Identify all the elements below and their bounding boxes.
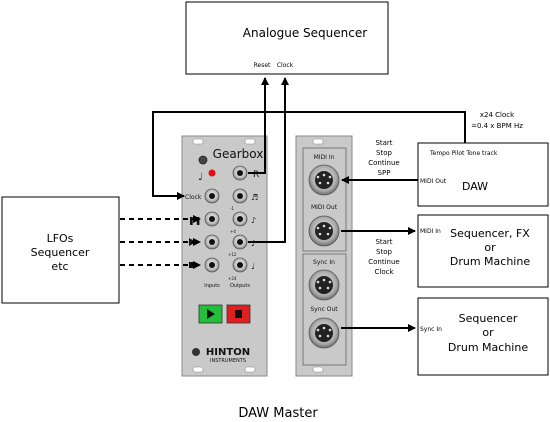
seq-drum-line1: Sequencer — [459, 312, 518, 325]
daw-box: Tempo Pilot Tone track DAW MIDI Out — [417, 142, 549, 207]
note-icon: ♪ — [251, 239, 256, 248]
seq-drum-sync-in-port: Sync In — [420, 326, 442, 333]
midi-out-connector[interactable] — [308, 215, 340, 247]
gearbox-title: Gearbox — [213, 147, 264, 161]
daw-header: Tempo Pilot Tone track — [429, 150, 498, 157]
lfo-line2: Sequencer — [31, 246, 90, 259]
clock-loop-line — [152, 111, 466, 200]
midi-module: MIDI In MIDI Out Sync In Sync Out — [295, 135, 353, 377]
seq-drum-line3: Drum Machine — [448, 341, 528, 354]
sync-in-connector[interactable] — [308, 269, 340, 301]
midi-in-msg-continue: Continue — [368, 159, 399, 167]
seq-fx-midi-in-port: MIDI In — [420, 228, 441, 235]
midi-in-connector[interactable] — [308, 164, 340, 196]
midi-out-label: MIDI Out — [311, 204, 338, 211]
sync-out-label: Sync Out — [310, 306, 338, 313]
note-icon: ♩ — [198, 172, 203, 183]
dashed-connections — [120, 215, 201, 269]
midi-out-msg-continue: Continue — [368, 258, 399, 266]
note-icon: ♬ — [251, 193, 258, 202]
play-button-icon — [207, 309, 215, 319]
lfo-sequencer-box: LFOs Sequencer etc — [1, 196, 120, 304]
clock-rate-line1: x24 Clock — [480, 111, 515, 119]
clock-rate-line2: =0.4 x BPM Hz — [471, 122, 523, 130]
midi-out-msg-stop: Stop — [376, 248, 392, 256]
seq-fx-line3: Drum Machine — [450, 255, 530, 268]
diagram-title: DAW Master — [238, 406, 318, 421]
lfo-line1: LFOs — [47, 232, 74, 245]
daw-midi-out-port: MIDI Out — [420, 178, 447, 185]
seq-fx-line2: or — [484, 241, 496, 254]
pause-icon: ❚❚ — [188, 216, 201, 225]
midi-out-msg-start: Start — [375, 238, 392, 246]
div-label-1: -1 — [230, 206, 234, 211]
analogue-sequencer-title: Analogue Sequencer — [243, 26, 367, 40]
connections — [152, 77, 466, 332]
analogue-sequencer-box: Analogue Sequencer Reset Clock — [185, 1, 389, 75]
reset-port-label: Reset — [254, 62, 271, 69]
mount-hole-icon — [192, 138, 204, 145]
seq-fx-line1: Sequencer, FX — [450, 227, 530, 240]
small-knob-icon[interactable] — [198, 155, 208, 165]
mount-hole-icon — [192, 366, 204, 373]
midi-in-label: MIDI In — [314, 154, 335, 161]
midi-in-msg-start: Start — [375, 139, 392, 147]
stop-button-icon — [235, 310, 242, 318]
div-label-4: +24 — [228, 276, 237, 281]
clock-port-label: Clock — [277, 62, 294, 69]
sync-in-label: Sync In — [313, 259, 335, 266]
lfo-line3: etc — [51, 260, 68, 273]
seq-drum-line2: or — [482, 326, 494, 339]
clock-out-line — [248, 77, 289, 243]
clock-led-icon — [208, 169, 216, 177]
outputs-label: Outputs — [230, 283, 250, 289]
midi-out-msg-clock: Clock — [374, 268, 394, 276]
midi-section-frame — [302, 147, 347, 252]
gearbox-module: Gearbox ♩ R Clock ♬ -1 ❚❚ ♪ +4 ♪ — [181, 135, 268, 377]
div-label-2: +4 — [230, 229, 236, 234]
clock-in-label: Clock — [185, 194, 202, 201]
brand-subtitle: INSTRUMENTS — [210, 358, 246, 364]
reset-jack-label: R — [253, 170, 259, 180]
mount-hole-icon — [244, 366, 256, 373]
mount-hole-icon — [244, 138, 256, 145]
div-label-3: +12 — [228, 252, 237, 257]
note-icon: ♪ — [251, 216, 256, 225]
sync-out-connector[interactable] — [308, 317, 340, 349]
mount-hole-icon — [312, 366, 324, 373]
sequencer-fx-box: MIDI In Sequencer, FX or Drum Machine — [417, 214, 549, 288]
inputs-label: Inputs — [204, 283, 220, 289]
sequencer-drum-box: Sync In Sequencer or Drum Machine — [417, 297, 549, 376]
midi-in-msg-stop: Stop — [376, 149, 392, 157]
annotations: x24 Clock =0.4 x BPM Hz Start Stop Conti… — [368, 111, 523, 276]
sync-section-frame — [302, 253, 347, 366]
note-icon: ♩ — [251, 262, 255, 271]
reset-line — [248, 77, 269, 174]
daw-title: DAW — [462, 180, 488, 193]
midi-in-msg-spp: SPP — [378, 169, 391, 177]
brand-logo-icon — [192, 348, 200, 356]
mount-hole-icon — [312, 138, 324, 145]
brand-name: HINTON — [206, 347, 250, 358]
